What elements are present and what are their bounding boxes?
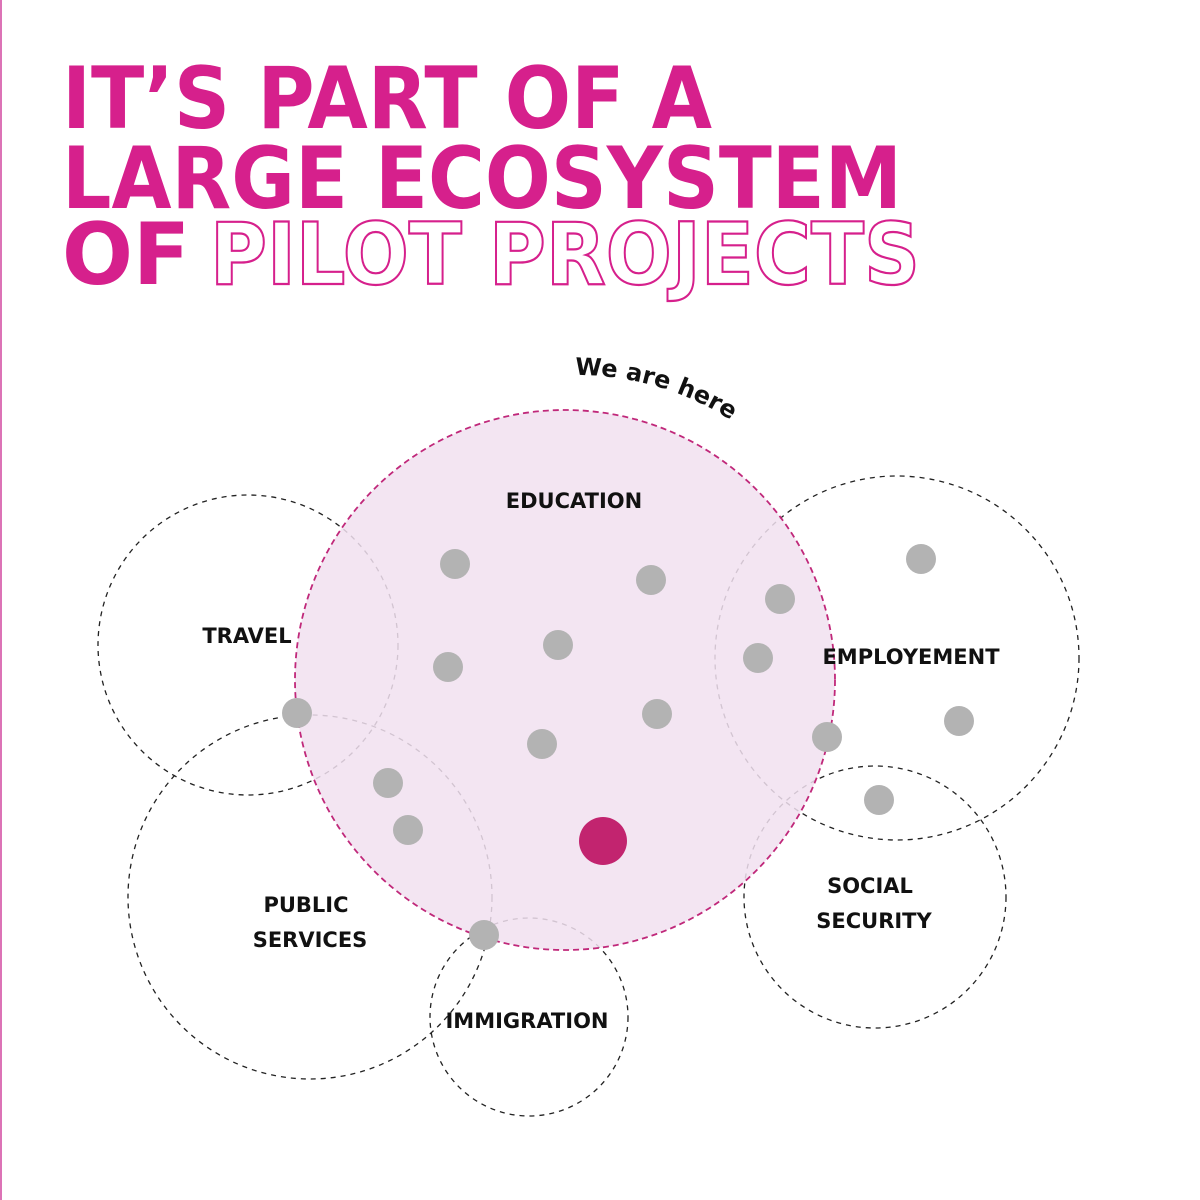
title-line-3-outline: PILOT PROJECTS (210, 205, 920, 305)
project-dot (440, 549, 470, 579)
project-dot (812, 722, 842, 752)
immigration-circle (429, 917, 629, 1117)
public-services-label-line-2: SERVICES (253, 928, 368, 952)
project-dot (864, 785, 894, 815)
project-dot (543, 630, 573, 660)
left-edge-rule (0, 0, 2, 1200)
education-circle (294, 409, 836, 951)
project-dot (743, 643, 773, 673)
project-dot (373, 768, 403, 798)
title-line-3-solid: OF (62, 205, 190, 305)
travel-label: TRAVEL (202, 624, 291, 648)
employment-label: EMPLOYEMENT (822, 645, 1000, 669)
social-security-label-line-2: SECURITY (816, 909, 932, 933)
title-line-2: LARGE ECOSYSTEM (62, 129, 902, 229)
project-dot (906, 544, 936, 574)
immigration-label: IMMIGRATION (445, 1009, 608, 1033)
project-dot (636, 565, 666, 595)
project-dot (527, 729, 557, 759)
project-dot (282, 698, 312, 728)
project-dot (944, 706, 974, 736)
project-dot (469, 920, 499, 950)
social-security-label-line-1: SOCIAL (827, 874, 913, 898)
project-dot (433, 652, 463, 682)
current-project-dot (579, 817, 627, 865)
project-dot (393, 815, 423, 845)
social-security-circle (743, 765, 1007, 1029)
title-line-1: IT’S PART OF A (62, 49, 712, 149)
project-dot (765, 584, 795, 614)
page-title: IT’S PART OF A LARGE ECOSYSTEM OF PILOT … (62, 49, 921, 306)
education-label: EDUCATION (506, 489, 642, 513)
public-services-label-line-1: PUBLIC (263, 893, 348, 917)
project-dot (642, 699, 672, 729)
